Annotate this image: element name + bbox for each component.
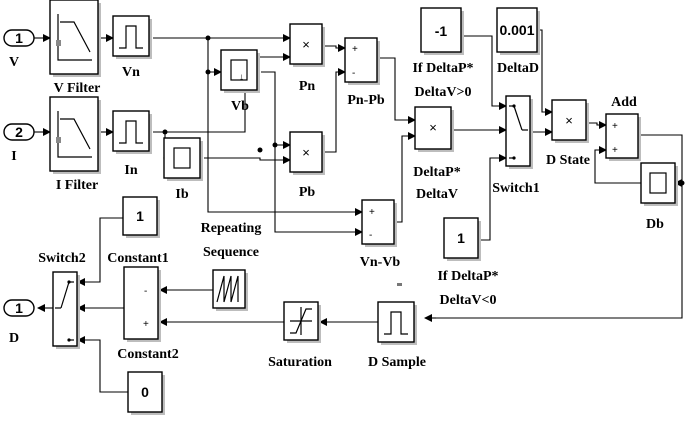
constant2-sum-block[interactable]: - + Constant2 xyxy=(117,266,179,362)
switch1-block[interactable]: Switch1 xyxy=(492,95,540,196)
memory-icon xyxy=(649,172,667,194)
constant-delta-label: DeltaD xyxy=(497,61,539,76)
inport-i-number: 2 xyxy=(15,124,23,140)
repeating-sequence-block[interactable]: Repeating Sequence xyxy=(201,221,262,311)
vb-block[interactable]: ↓ Vb xyxy=(220,49,260,114)
constant0-block[interactable]: 0 xyxy=(127,371,165,415)
constant-pos1-value: 1 xyxy=(457,230,465,246)
pb-label: Pb xyxy=(299,185,316,200)
outport-d[interactable]: 1 D xyxy=(3,299,35,346)
multiply-icon: × xyxy=(302,37,310,52)
pn-product-block[interactable]: × Pn xyxy=(289,23,325,94)
d-sample-label: D Sample xyxy=(368,355,426,370)
constant-delta-block[interactable]: 0.001 DeltaD xyxy=(496,7,540,76)
minus-sign: - xyxy=(144,286,147,297)
add-label: Add xyxy=(611,95,637,110)
signal-wires xyxy=(34,29,685,393)
memory-icon xyxy=(173,147,191,169)
v-filter-label: V Filter xyxy=(54,81,101,96)
constant2-label: Constant2 xyxy=(117,347,178,362)
constant1-block[interactable]: 1 Constant1 xyxy=(107,196,169,266)
pn-pb-sum-block[interactable]: + - Pn-Pb xyxy=(344,37,385,108)
switch-icon xyxy=(513,105,523,131)
i-filter-label: I Filter xyxy=(56,178,98,193)
inport-i-label: I xyxy=(11,149,16,164)
pn-label: Pn xyxy=(299,79,316,94)
plus-sign: + xyxy=(612,145,618,156)
multiply-icon: × xyxy=(429,120,437,135)
plus-sign: + xyxy=(369,207,375,218)
vn-vb-label: Vn-Vb xyxy=(360,255,401,270)
inport-i[interactable]: 2 I xyxy=(3,123,35,164)
in-block[interactable]: In xyxy=(112,110,152,178)
sawtooth-icon xyxy=(216,275,239,303)
vb-label: Vb xyxy=(231,99,249,114)
saturation-block[interactable]: Saturation xyxy=(268,301,332,370)
saturation-icon xyxy=(290,308,312,334)
db-block[interactable]: Db xyxy=(640,162,678,232)
inport-v-label: V xyxy=(9,55,19,70)
deltap-deltav-label-1: DeltaP* xyxy=(413,165,460,180)
constant-pos1-block[interactable]: 1 If DeltaP* DeltaV<0 xyxy=(437,217,499,308)
zoh-icon xyxy=(119,25,143,49)
vn-block[interactable]: Vn xyxy=(112,15,152,80)
vn-vb-sum-block[interactable]: + - Vn-Vb xyxy=(360,199,401,270)
vn-label: Vn xyxy=(122,65,140,80)
plus-sign: + xyxy=(143,319,149,330)
constant-neg1-block[interactable]: -1 If DeltaP* DeltaV>0 xyxy=(412,7,474,100)
saturation-label: Saturation xyxy=(268,355,332,370)
in-label: In xyxy=(124,163,137,178)
switch1-label: Switch1 xyxy=(492,181,539,196)
constant0-value: 0 xyxy=(141,384,149,400)
deltap-deltav-label-2: DeltaV xyxy=(416,187,458,202)
d-sample-block[interactable]: D Sample xyxy=(368,301,426,370)
switch2-label: Switch2 xyxy=(38,251,85,266)
constant-neg1-label-2: DeltaV>0 xyxy=(415,85,472,100)
constant-pos1-label-1: If DeltaP* xyxy=(437,269,498,284)
v-filter-block[interactable]: V Filter xyxy=(49,0,101,96)
ib-label: Ib xyxy=(175,187,188,202)
db-label: Db xyxy=(646,217,664,232)
plus-sign: + xyxy=(612,121,618,132)
constant1-label: Constant1 xyxy=(107,251,168,266)
lowpass-icon xyxy=(57,14,92,61)
repeating-sequence-label-1: Repeating xyxy=(201,221,262,236)
i-filter-block[interactable]: I Filter xyxy=(49,96,101,193)
d-state-product-block[interactable]: × D State xyxy=(546,99,590,168)
multiply-icon: × xyxy=(565,113,573,128)
pb-product-block[interactable]: × Pb xyxy=(289,131,325,200)
switch2-block[interactable]: Switch2 xyxy=(38,251,86,349)
multiply-icon: × xyxy=(302,145,310,160)
pn-pb-label: Pn-Pb xyxy=(347,93,385,108)
constant-neg1-label-1: If DeltaP* xyxy=(412,61,473,76)
inport-v[interactable]: 1 V xyxy=(3,29,35,70)
lowpass-icon xyxy=(57,111,92,158)
d-state-label: D State xyxy=(546,153,590,168)
memory-icon xyxy=(230,59,248,81)
minus-sign: - xyxy=(352,68,355,79)
zoh-icon xyxy=(384,311,408,335)
deltap-deltav-product-block[interactable]: × DeltaP* DeltaV xyxy=(413,106,461,202)
outport-d-number: 1 xyxy=(15,300,23,316)
svg-text:↓: ↓ xyxy=(239,72,244,83)
minus-sign: - xyxy=(369,230,372,241)
zoh-icon xyxy=(119,120,143,144)
inport-v-number: 1 xyxy=(15,30,23,46)
constant-delta-value: 0.001 xyxy=(499,22,534,38)
constant-neg1-value: -1 xyxy=(435,23,448,39)
add-sum-block[interactable]: + + Add xyxy=(605,95,641,161)
ib-block[interactable]: Ib xyxy=(163,137,203,202)
marker-dot xyxy=(397,283,402,286)
switch-icon xyxy=(60,281,70,309)
constant1-value: 1 xyxy=(136,208,144,224)
constant-pos1-label-2: DeltaV<0 xyxy=(440,293,497,308)
repeating-sequence-label-2: Sequence xyxy=(203,245,259,260)
outport-d-label: D xyxy=(9,331,19,346)
plus-sign: + xyxy=(352,44,358,55)
